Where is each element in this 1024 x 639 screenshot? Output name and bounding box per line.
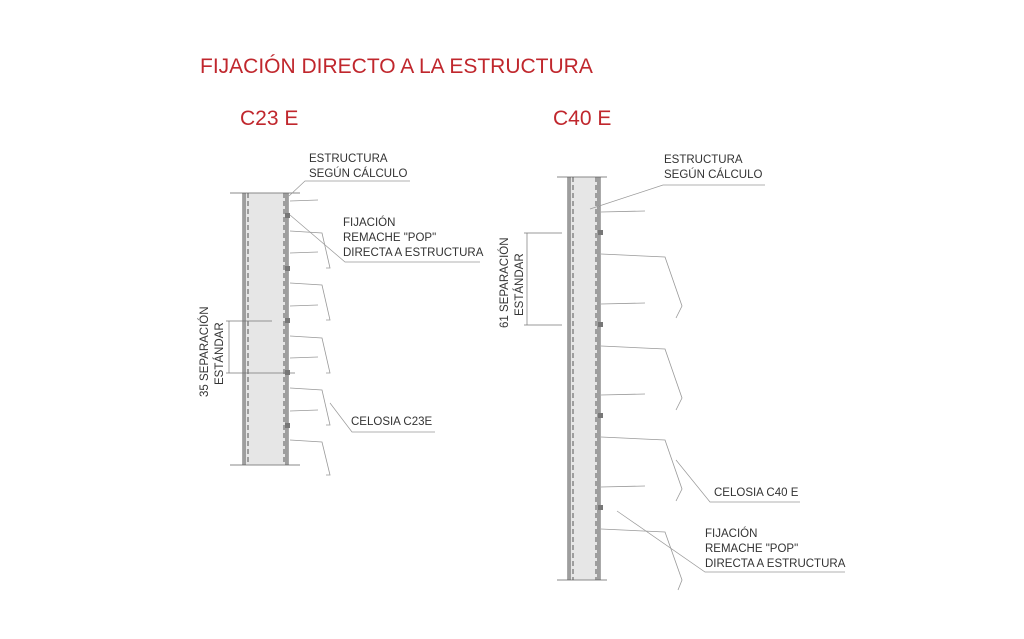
label-line: 35 SEPARACIÓN: [199, 306, 211, 397]
label-line: FIJACIÓN: [705, 528, 758, 540]
heading-c23e: C23 E: [240, 107, 299, 130]
spacing-label-c40e: 61 SEPARACIÓN ESTÁNDAR: [498, 237, 528, 328]
label-line: ESTÁNDAR: [214, 322, 226, 385]
label-line: ESTÁNDAR: [514, 253, 526, 316]
detail-c23e-drawing: [226, 180, 480, 476]
label-line: FIJACIÓN: [343, 217, 396, 229]
label-line: REMACHE "POP": [343, 232, 437, 244]
dimension-line: [226, 320, 295, 374]
heading-c40e: C40 E: [553, 107, 612, 130]
label-line: DIRECTA A ESTRUCTURA: [705, 558, 846, 570]
page-title: FIJACIÓN DIRECTO A LA ESTRUCTURA: [200, 55, 593, 78]
leader-lines: [589, 184, 845, 573]
label-line: ESTRUCTURA: [664, 154, 743, 166]
label-line: SEGÚN CÁLCULO: [309, 168, 408, 180]
louver-blades: [289, 199, 331, 476]
dimension-line: [524, 232, 562, 326]
spacing-label-c23e: 35 SEPARACIÓN ESTÁNDAR: [198, 306, 228, 397]
structure-label-c40e: ESTRUCTURA SEGÚN CÁLCULO: [664, 153, 762, 183]
fixing-label-c23e: FIJACIÓN REMACHE "POP" DIRECTA A ESTRUCT…: [343, 216, 483, 261]
rivet-icons: [598, 230, 603, 510]
louver-label-c23e: CELOSIA C23E: [351, 416, 433, 428]
label-line: 61 SEPARACIÓN: [499, 237, 511, 328]
label-line: REMACHE "POP": [705, 543, 799, 555]
label-line: SEGÚN CÁLCULO: [664, 169, 763, 181]
label-line: ESTRUCTURA: [309, 153, 388, 165]
fixing-label-c40e: FIJACIÓN REMACHE "POP" DIRECTA A ESTRUCT…: [705, 527, 845, 572]
leader-lines: [288, 180, 480, 433]
label-line: DIRECTA A ESTRUCTURA: [343, 247, 484, 259]
structure-label-c23e: ESTRUCTURA SEGÚN CÁLCULO: [309, 152, 407, 182]
louver-label-c40e: CELOSIA C40 E: [714, 487, 799, 499]
detail-c40e-drawing: [524, 176, 845, 591]
rivet-icons: [285, 213, 290, 428]
louver-blades: [600, 210, 683, 591]
